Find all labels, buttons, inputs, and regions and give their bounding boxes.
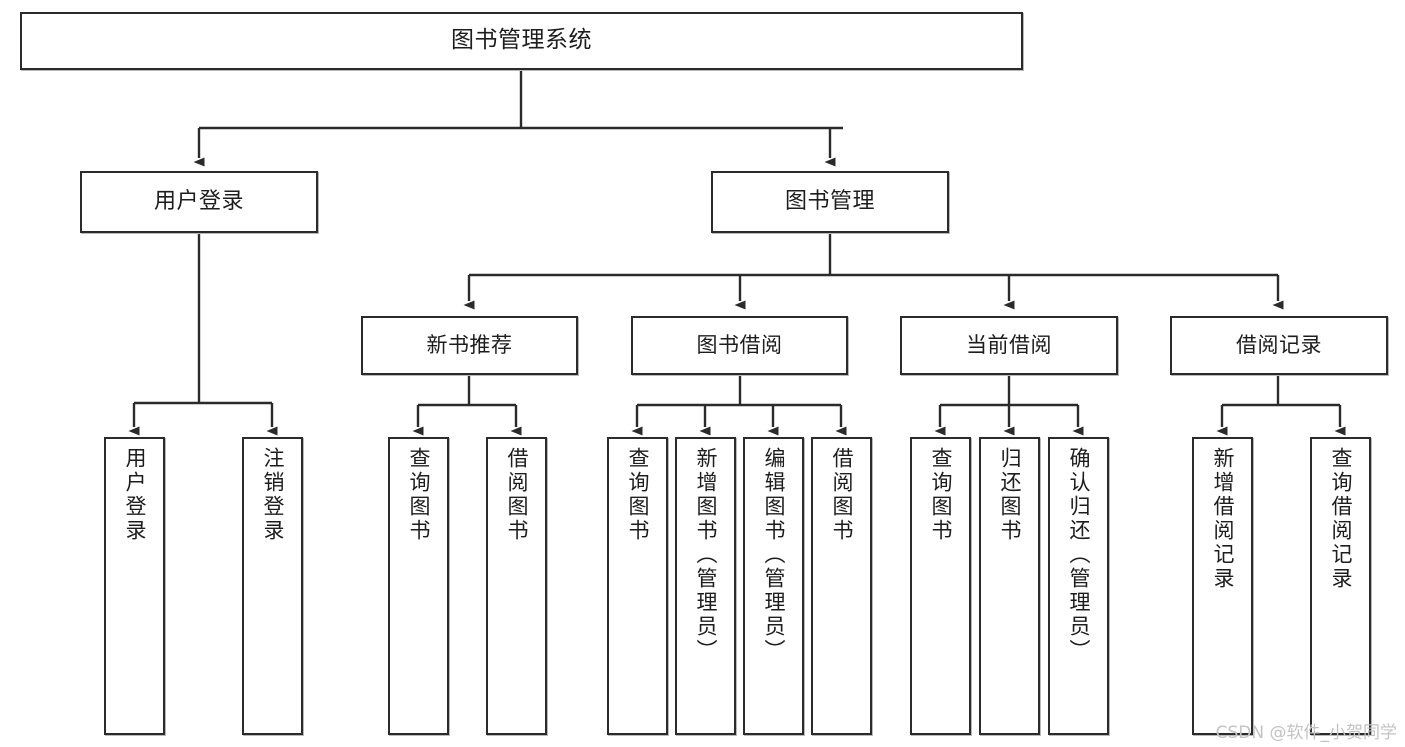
node-leaf-logout-label: 注销登录: [261, 447, 285, 543]
node-book-borrow-label: 图书借阅: [696, 332, 783, 357]
node-leaf-record-query-label: 查询借阅记录: [1329, 447, 1353, 591]
node-leaf-borrow-query-label: 查询图书: [626, 447, 650, 543]
node-user-login-label: 用户登录: [153, 188, 244, 214]
node-leaf-logout[interactable]: 注销登录: [242, 437, 303, 735]
node-leaf-borrow-lend[interactable]: 借阅图书: [811, 437, 872, 735]
node-new-book-recommend-label: 新书推荐: [426, 332, 513, 357]
node-leaf-current-confirm-label: 确认归还（管理员）: [1067, 447, 1091, 663]
node-leaf-current-return-label: 归还图书: [998, 447, 1022, 543]
node-leaf-borrow-add-label: 新增图书（管理员）: [694, 447, 718, 663]
node-leaf-borrow-query[interactable]: 查询图书: [607, 437, 668, 735]
node-book-management-label: 图书管理: [784, 188, 875, 214]
node-current-borrow[interactable]: 当前借阅: [900, 316, 1118, 375]
node-leaf-user-login-label: 用户登录: [123, 447, 147, 543]
node-new-book-recommend[interactable]: 新书推荐: [361, 316, 578, 375]
node-book-management[interactable]: 图书管理: [711, 171, 949, 233]
node-leaf-newbook-query-label: 查询图书: [407, 447, 431, 543]
node-book-borrow[interactable]: 图书借阅: [631, 316, 848, 375]
node-borrow-record[interactable]: 借阅记录: [1170, 316, 1388, 375]
node-leaf-current-confirm[interactable]: 确认归还（管理员）: [1048, 437, 1109, 735]
node-leaf-borrow-edit-label: 编辑图书（管理员）: [762, 447, 786, 663]
node-leaf-newbook-borrow-label: 借阅图书: [505, 447, 529, 543]
node-leaf-current-query[interactable]: 查询图书: [910, 437, 971, 735]
node-leaf-current-return[interactable]: 归还图书: [979, 437, 1040, 735]
node-user-login[interactable]: 用户登录: [80, 171, 318, 233]
node-root-system-label: 图书管理系统: [451, 27, 592, 54]
node-leaf-borrow-lend-label: 借阅图书: [830, 447, 854, 543]
node-borrow-record-label: 借阅记录: [1236, 332, 1322, 357]
node-leaf-record-add-label: 新增借阅记录: [1211, 447, 1235, 591]
node-leaf-record-query[interactable]: 查询借阅记录: [1310, 437, 1371, 735]
node-leaf-newbook-query[interactable]: 查询图书: [388, 437, 449, 735]
node-root-system[interactable]: 图书管理系统: [20, 12, 1023, 70]
node-leaf-borrow-add[interactable]: 新增图书（管理员）: [675, 437, 736, 735]
node-leaf-current-query-label: 查询图书: [929, 447, 953, 543]
node-leaf-newbook-borrow[interactable]: 借阅图书: [486, 437, 547, 735]
node-leaf-record-add[interactable]: 新增借阅记录: [1192, 437, 1253, 735]
node-current-borrow-label: 当前借阅: [966, 332, 1052, 357]
node-leaf-borrow-edit[interactable]: 编辑图书（管理员）: [743, 437, 804, 735]
node-leaf-user-login[interactable]: 用户登录: [104, 437, 165, 735]
